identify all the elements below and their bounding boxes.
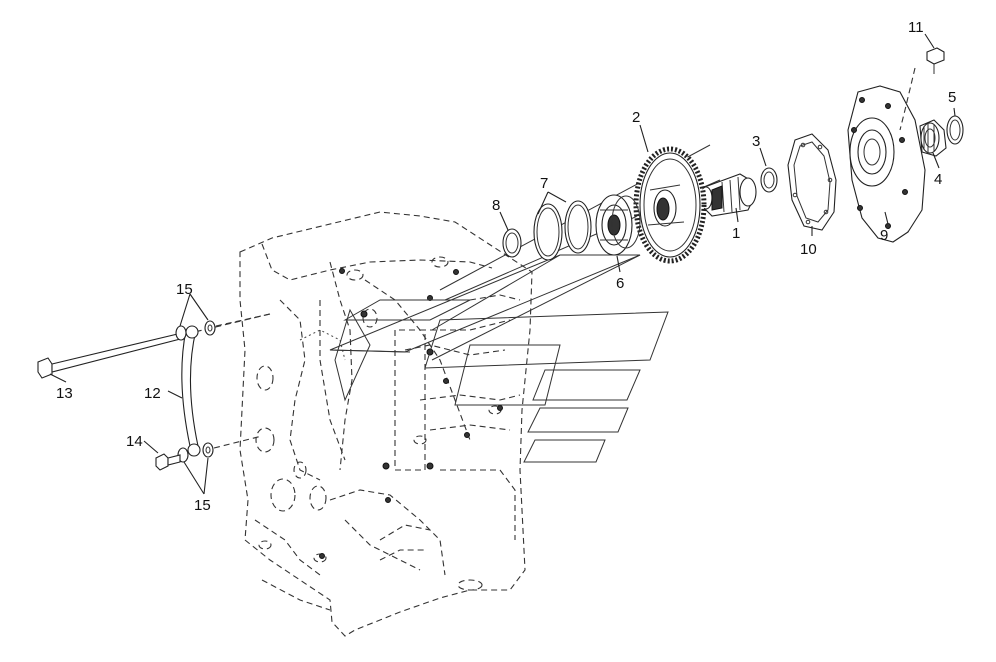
part-13-long-bolt — [37, 313, 271, 379]
label-1: 1 — [732, 225, 740, 242]
part-12-link — [181, 325, 201, 457]
part-labels: 2 3 1 4 5 6 7 8 9 10 11 12 13 14 15 15 — [56, 19, 956, 514]
part-5-snap-ring — [946, 115, 964, 145]
part-8-snap-ring — [502, 228, 522, 258]
label-3: 3 — [752, 133, 760, 150]
part-3-o-ring — [760, 167, 778, 193]
label-7: 7 — [540, 175, 548, 192]
label-15-top: 15 — [176, 281, 193, 298]
label-14: 14 — [126, 433, 143, 450]
part-4-bearing — [919, 119, 947, 157]
part-7-shims — [533, 200, 592, 261]
label-12: 12 — [144, 385, 161, 402]
transmission-housing — [239, 211, 533, 637]
label-4: 4 — [934, 171, 942, 188]
part-1-shaft — [699, 173, 757, 217]
part-6-bearing — [595, 194, 641, 256]
label-11: 11 — [908, 19, 924, 36]
label-13: 13 — [56, 385, 73, 402]
label-8: 8 — [492, 197, 500, 214]
part-11-bolt — [899, 47, 945, 131]
part-15-washers — [175, 313, 271, 463]
label-5: 5 — [948, 89, 956, 106]
label-2: 2 — [632, 109, 640, 126]
part-10-gasket — [787, 133, 837, 231]
label-9: 9 — [880, 227, 888, 244]
label-10: 10 — [800, 241, 817, 258]
part-9-cover-plate — [847, 85, 926, 243]
leader-lines — [49, 33, 956, 495]
part-2-gear — [633, 146, 707, 264]
label-15-bottom: 15 — [194, 497, 211, 514]
part-14-short-bolt — [155, 453, 181, 471]
label-6: 6 — [616, 275, 624, 292]
